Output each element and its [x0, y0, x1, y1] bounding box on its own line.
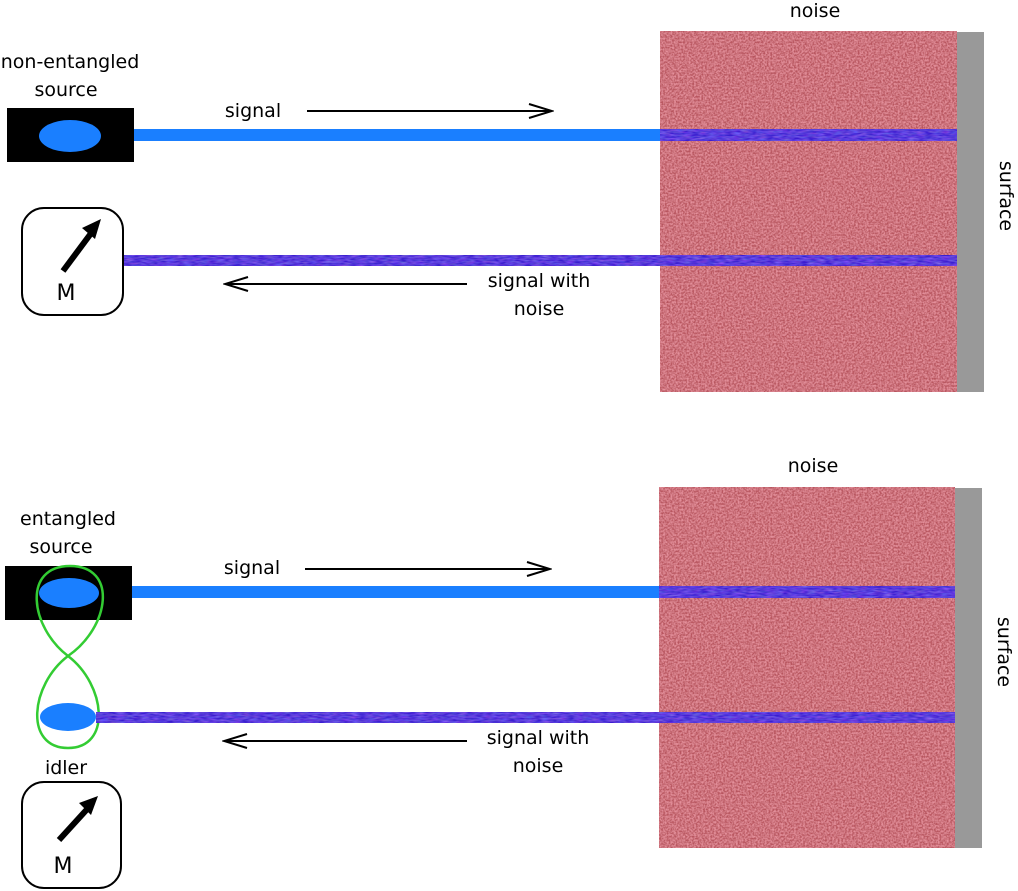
meter-icon — [21, 781, 122, 889]
signal-beam-in-noise — [659, 586, 955, 598]
meter-label: M — [57, 281, 76, 306]
meter-needle-icon — [56, 803, 93, 843]
signal-label: signal — [224, 557, 280, 579]
idler-label: idler — [45, 757, 87, 779]
source-label-line1: entangled — [20, 508, 116, 530]
return-label-line1: signal with — [488, 270, 591, 292]
top-panel: noise surface non-entangled source signa… — [1, 0, 1017, 392]
surface — [955, 488, 982, 848]
return-label-line2: noise — [514, 298, 565, 320]
return-label-line2: noise — [513, 755, 564, 777]
meter-label: M — [54, 854, 73, 879]
source-label-line2: source — [34, 79, 97, 101]
surface — [957, 32, 984, 392]
idler-photon-icon — [40, 703, 96, 731]
signal-photon-icon — [39, 578, 99, 608]
surface-label: surface — [995, 161, 1017, 231]
noise-region — [659, 487, 955, 848]
noise-region — [660, 31, 957, 392]
source-label-line2: source — [29, 536, 92, 558]
return-label-line1: signal with — [487, 727, 590, 749]
signal-beam — [134, 129, 660, 141]
surface-label: surface — [993, 617, 1015, 687]
signal-label: signal — [225, 100, 281, 122]
bottom-panel: noise surface entangled source signal si… — [5, 455, 1015, 889]
meter-needle-icon — [60, 230, 95, 273]
signal-beam-in-noise — [660, 129, 957, 141]
noise-label: noise — [790, 0, 841, 22]
source-label-line1: non-entangled — [1, 51, 140, 73]
return-beam — [122, 255, 957, 266]
entanglement-loop-icon — [35, 564, 105, 750]
signal-beam — [132, 586, 659, 598]
noise-label: noise — [788, 455, 839, 477]
photon-source-icon — [39, 120, 101, 152]
return-beam — [96, 712, 955, 723]
